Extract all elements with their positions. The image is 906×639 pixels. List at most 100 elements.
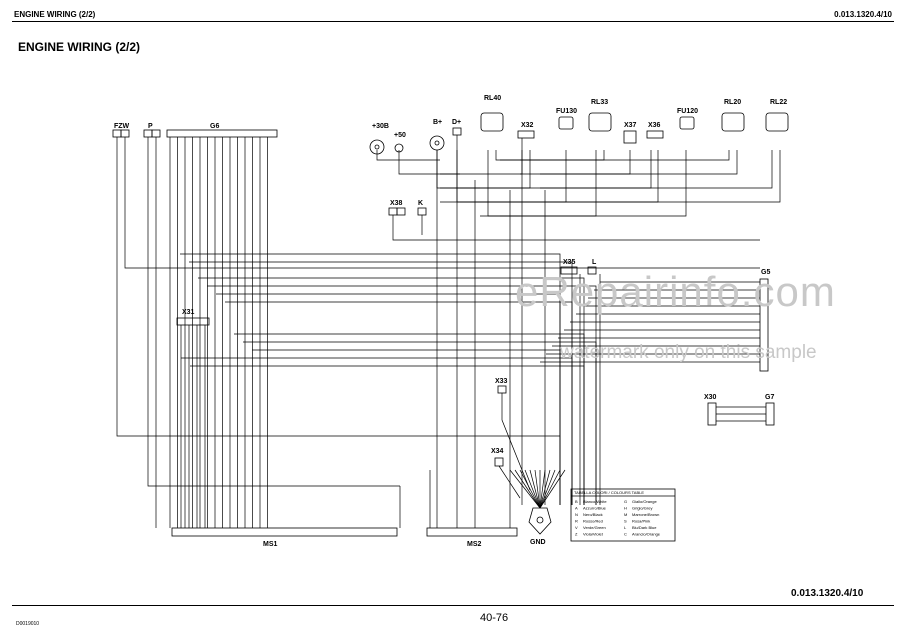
- color-table-cell: H: [624, 506, 627, 511]
- connector-ms1: [171, 527, 398, 537]
- drawing-code: D0019010: [16, 621, 40, 627]
- page-number: 40-76: [480, 612, 509, 624]
- wire: [207, 285, 597, 505]
- wire: [460, 150, 531, 189]
- wire-harness: [116, 135, 781, 528]
- footer-code: 0.013.1320.4/10: [791, 588, 864, 599]
- connector-g5: [759, 278, 769, 372]
- page-title: ENGINE WIRING (2/2): [18, 40, 141, 54]
- color-table-cell: Viola/Violet: [583, 532, 604, 537]
- color-table-title: TABELLA COLORI / COLOURS TABLE: [574, 490, 644, 495]
- color-table-cell: N: [575, 512, 578, 517]
- wire: [495, 150, 540, 161]
- wire: [436, 150, 480, 189]
- wire: [498, 465, 521, 499]
- ground-terminal: [528, 507, 552, 535]
- label-fzw: FZW: [114, 123, 130, 130]
- connector-g7: [765, 402, 775, 426]
- wire: [520, 150, 738, 175]
- color-table-cell: Rosa/Pink: [632, 519, 650, 524]
- label-bplus: B+: [433, 119, 442, 126]
- label-dplus: D+: [452, 119, 461, 126]
- wire: [519, 469, 541, 509]
- color-table-cell: C: [624, 532, 627, 537]
- color-table-cell: A: [575, 506, 578, 511]
- wire: [500, 150, 730, 161]
- label-ms1: MS1: [263, 541, 278, 548]
- connector-g6: G6: [166, 123, 278, 138]
- color-table-cell: R: [575, 519, 578, 524]
- wire: [181, 357, 573, 505]
- connector-l: [587, 266, 597, 275]
- color-table-cell: Arancio/Orange: [632, 532, 661, 537]
- wire: [534, 469, 541, 509]
- label-x31: X31: [182, 309, 195, 316]
- connector-fzw: FZW: [112, 123, 130, 138]
- header-rule: [12, 21, 894, 22]
- color-table-cell: G: [624, 499, 627, 504]
- watermark-main: eRepairinfo.com: [515, 268, 836, 315]
- color-table-cell: Z: [575, 532, 578, 537]
- wire: [529, 469, 541, 509]
- wire: [540, 150, 631, 175]
- header-right: 0.013.1320.4/10: [834, 10, 892, 19]
- wire: [392, 215, 760, 241]
- relay-rl22: [765, 112, 789, 132]
- label-fu130: FU130: [556, 108, 577, 115]
- color-table-cell: B: [575, 499, 578, 504]
- label-x37: X37: [624, 122, 637, 129]
- wire: [440, 150, 781, 203]
- connector-p: P: [143, 123, 161, 138]
- wire: [147, 137, 400, 487]
- color-table: TABELLA COLORI / COLOURS TABLE B Bianco/W…: [570, 488, 676, 542]
- wire: [456, 150, 500, 203]
- label-x30: X30: [704, 394, 717, 401]
- color-table-cell: Verde/Green: [583, 525, 606, 530]
- color-table-cell: M: [624, 512, 627, 517]
- wire: [243, 341, 597, 505]
- color-table-cell: Bianco/White: [583, 499, 607, 504]
- label-g7: G7: [765, 394, 774, 401]
- wire: [225, 301, 573, 505]
- wire: [509, 469, 541, 509]
- wire: [440, 150, 652, 189]
- wire: [398, 150, 460, 175]
- label-g5: G5: [761, 269, 770, 276]
- color-table-cell: Marrone/Brown: [632, 512, 659, 517]
- wire: [501, 393, 531, 491]
- color-table-cell: Rosso/Red: [583, 519, 603, 524]
- label-rl40: RL40: [484, 95, 501, 102]
- wire: [539, 469, 556, 509]
- wire: [440, 150, 523, 175]
- connector-x34: [494, 457, 504, 467]
- wire: [524, 469, 541, 509]
- connector-x30: [707, 402, 717, 426]
- wire: [480, 150, 567, 203]
- relay-rl40: [480, 112, 504, 132]
- wire: [190, 365, 585, 505]
- wire: [540, 150, 773, 189]
- wire: [124, 137, 760, 269]
- color-table-cell: Blu/Dark Blue: [632, 525, 657, 530]
- label-x34: X34: [491, 448, 504, 455]
- label-fu120: FU120: [677, 108, 698, 115]
- wire: [460, 150, 659, 203]
- label-30b: +30B: [372, 123, 389, 130]
- watermark-sub: watermark only on this sample: [560, 342, 817, 363]
- label-x36: X36: [648, 122, 661, 129]
- header-left: ENGINE WIRING (2/2): [14, 10, 96, 19]
- label-gnd: GND: [530, 539, 546, 546]
- terminal-bplus: [429, 135, 445, 151]
- label-l: L: [592, 259, 597, 266]
- color-table-cell: L: [624, 525, 627, 530]
- label-p: P: [148, 123, 153, 130]
- connector-x31: [176, 317, 210, 326]
- label-x32: X32: [521, 122, 534, 129]
- footer-rule: [12, 605, 894, 606]
- fuse-fu130: [558, 116, 574, 130]
- fuse-fu120: [679, 116, 695, 130]
- wire: [234, 333, 585, 505]
- color-table-cell: Giallo/Orange: [632, 499, 657, 504]
- label-x35: X35: [563, 259, 576, 266]
